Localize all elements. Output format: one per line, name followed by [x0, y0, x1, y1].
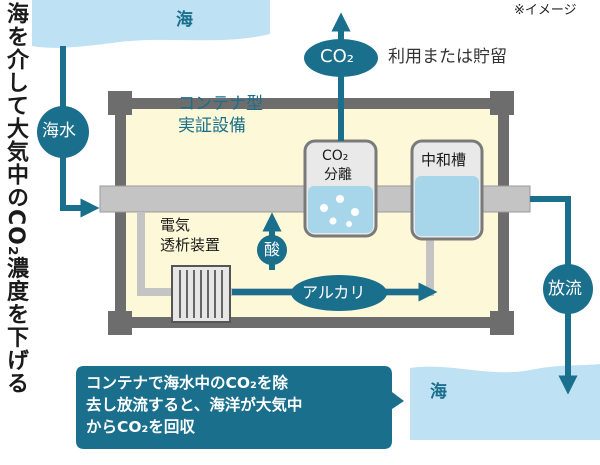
acid-badge — [257, 235, 287, 265]
electrodialysis-fins — [179, 270, 223, 318]
discharge-badge — [543, 264, 593, 314]
co2-tank-water — [308, 186, 373, 233]
co2-separation-label-2: 分離 — [324, 167, 352, 183]
sea-bottom — [410, 364, 600, 440]
container-frame — [108, 91, 514, 335]
alkali-label: アルカリ — [302, 283, 366, 302]
container-label-2: 実証設備 — [178, 116, 246, 136]
neutralization-water — [415, 176, 479, 236]
seawater-badge — [37, 106, 89, 158]
electrodialysis-label-2: 透析装置 — [160, 236, 221, 254]
co2-out-badge — [304, 39, 378, 77]
sea-top — [32, 0, 270, 48]
seawater-label: 海水 — [42, 121, 76, 141]
neutralization-tank-label: 中和槽 — [421, 151, 467, 169]
co2-use-label: 利用または貯留 — [388, 47, 507, 67]
co2-out-label: CO₂ — [320, 46, 354, 67]
callout-line-2: 去し放流すると、海洋が大気中 — [86, 396, 303, 414]
seawater-inflow-arrow — [60, 46, 100, 218]
sea-bottom-label: 海 — [430, 382, 447, 402]
co2-bubbles — [320, 195, 359, 227]
acid-label: 酸 — [264, 240, 281, 259]
discharge-label: 放流 — [548, 279, 582, 299]
callout-line-1: コンテナで海水中のCO₂を除 — [86, 374, 288, 392]
callout-box — [76, 366, 404, 449]
electrodialysis-label-1: 電気 — [160, 216, 191, 234]
alkali-badge — [291, 275, 387, 311]
callout-line-3: からCO₂を回収 — [86, 418, 195, 436]
callout-text: コンテナで海水中のCO₂を除 去し放流すると、海洋が大気中 からCO₂を回収 — [86, 372, 386, 438]
container-label-1: コンテナ型 — [178, 94, 263, 114]
image-note: ※イメージ — [514, 3, 577, 18]
discharge-arrow — [530, 196, 578, 395]
main-title: 海を介して大気中のCO₂濃度を下げる — [3, 2, 28, 395]
sea-top-label: 海 — [176, 10, 193, 30]
return-pipe — [137, 212, 172, 296]
co2-separation-label-1: CO₂ — [322, 148, 349, 164]
